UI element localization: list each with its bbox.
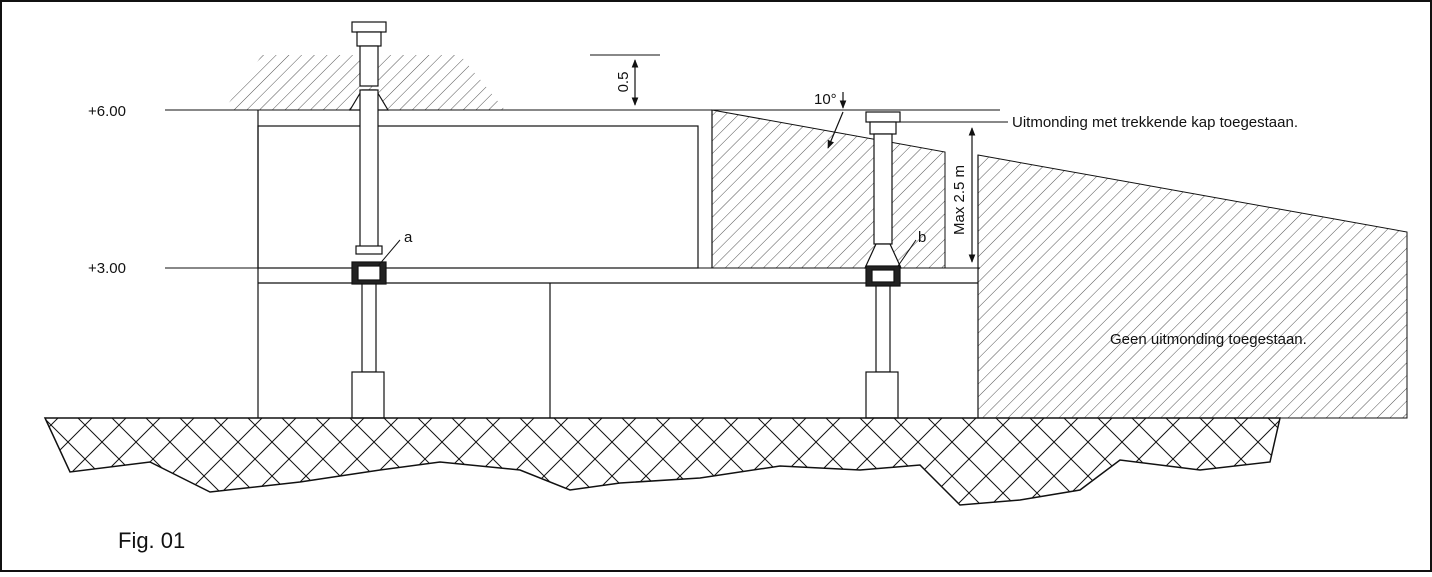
chimney-a [348, 21, 390, 419]
sloped-zone-upper [711, 109, 946, 269]
building-structure [257, 110, 979, 418]
marker-a: a [404, 229, 413, 246]
dimension-height-above-roof [590, 54, 660, 106]
level-label-top: +6.00 [88, 103, 126, 120]
leader-a [377, 239, 401, 267]
angle-indicator [827, 92, 847, 149]
no-outlet-zone [977, 154, 1408, 419]
note-outlet-not-allowed: Geen uitmonding toegestaan. [1110, 331, 1307, 348]
angle-label: 10° [814, 91, 837, 108]
dimension-label-0.5: 0.5 [615, 72, 632, 93]
leader-b [897, 239, 917, 267]
level-label-mid: +3.00 [88, 260, 126, 277]
chimney-b [864, 111, 902, 419]
dimension-label-max: Max 2.5 m [951, 165, 968, 235]
figure-label: Fig. 01 [118, 528, 185, 553]
ground [43, 417, 1281, 506]
marker-b: b [918, 229, 926, 246]
note-outlet-allowed: Uitmonding met trekkende kap toegestaan. [1012, 114, 1298, 131]
